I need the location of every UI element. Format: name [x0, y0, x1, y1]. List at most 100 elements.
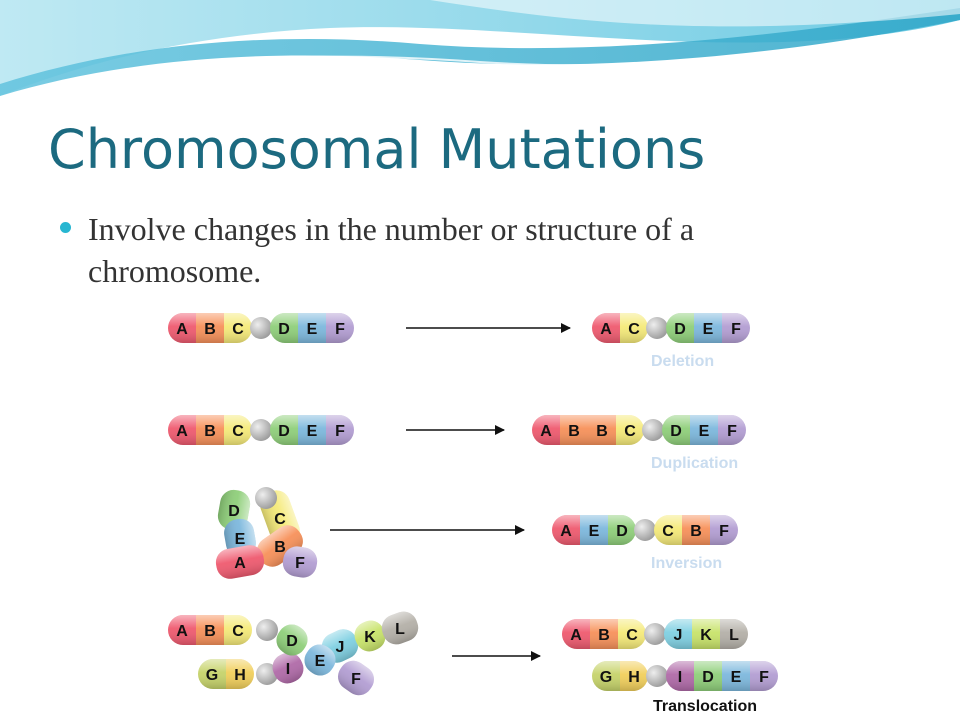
segment-label: C: [232, 321, 244, 338]
svg-text:E: E: [235, 531, 246, 548]
segment-label: F: [727, 423, 737, 440]
segment-label: D: [616, 523, 628, 540]
svg-text:D: D: [286, 633, 298, 650]
segment-label: L: [729, 627, 739, 644]
centromere: [644, 623, 666, 645]
header-wave-decoration: [0, 0, 960, 101]
duplication-label: Duplication: [651, 455, 738, 472]
segment-label: E: [699, 423, 710, 440]
segment-label: C: [232, 423, 244, 440]
segment-l: L: [381, 611, 419, 645]
segment-f: F: [282, 546, 318, 578]
segment-label: B: [598, 627, 610, 644]
segment-label: D: [670, 423, 682, 440]
segment-label: D: [674, 321, 686, 338]
segment-label: H: [234, 667, 246, 684]
segment-label: E: [589, 523, 600, 540]
segment-label: E: [307, 423, 318, 440]
segment-label: C: [628, 321, 640, 338]
segment-a: A: [215, 545, 265, 579]
segment-label: J: [674, 627, 683, 644]
svg-text:D: D: [228, 503, 240, 520]
bullet-text: Involve changes in the number or structu…: [88, 211, 695, 289]
svg-text:L: L: [395, 621, 405, 638]
segment-label: G: [600, 669, 612, 686]
segment-label: E: [307, 321, 318, 338]
svg-text:C: C: [274, 511, 286, 528]
bullet-dot-icon: [60, 222, 71, 233]
centromere: [256, 663, 278, 685]
segment-label: B: [204, 423, 216, 440]
segment-label: B: [204, 623, 216, 640]
segment-label: F: [731, 321, 741, 338]
centromere: [642, 419, 664, 441]
centromere: [255, 487, 277, 509]
segment-i: I: [272, 652, 304, 684]
segment-label: B: [596, 423, 608, 440]
segment-f: F: [338, 660, 374, 696]
segment-b: B: [257, 525, 303, 567]
segment-label: H: [628, 669, 640, 686]
segment-label: F: [719, 523, 729, 540]
segment-label: C: [662, 523, 674, 540]
segment-label: C: [626, 627, 638, 644]
translocation-label: Translocation: [653, 698, 757, 715]
deletion-label: Deletion: [651, 353, 714, 370]
segment-label: K: [700, 627, 712, 644]
segment-label: G: [206, 667, 218, 684]
centromere: [250, 419, 272, 441]
segment-label: B: [690, 523, 702, 540]
segment-label: B: [204, 321, 216, 338]
segment-d: D: [276, 624, 308, 656]
slide-title: Chromosomal Mutations: [48, 118, 706, 181]
inversion-before-loop: C DE B A F: [215, 487, 318, 579]
segment-label: E: [731, 669, 742, 686]
segment-label: F: [759, 669, 769, 686]
centromere: [634, 519, 656, 541]
segment-label: A: [176, 623, 188, 640]
svg-text:E: E: [315, 653, 326, 670]
segment-label: D: [702, 669, 714, 686]
segment-label: C: [624, 423, 636, 440]
inversion-label: Inversion: [651, 555, 722, 572]
svg-text:A: A: [234, 555, 246, 572]
segment-label: E: [703, 321, 714, 338]
segment-label: D: [278, 321, 290, 338]
segment-label: A: [560, 523, 572, 540]
segment-label: A: [570, 627, 582, 644]
svg-text:B: B: [274, 539, 286, 556]
segment-k: K: [354, 620, 386, 652]
svg-text:K: K: [364, 629, 376, 646]
segment-label: F: [335, 423, 345, 440]
svg-text:J: J: [336, 639, 345, 656]
centromere: [646, 665, 668, 687]
centromere: [646, 317, 668, 339]
segment-label: A: [176, 321, 188, 338]
segment-label: D: [278, 423, 290, 440]
segment-e: E: [304, 644, 336, 676]
svg-text:I: I: [286, 661, 290, 678]
